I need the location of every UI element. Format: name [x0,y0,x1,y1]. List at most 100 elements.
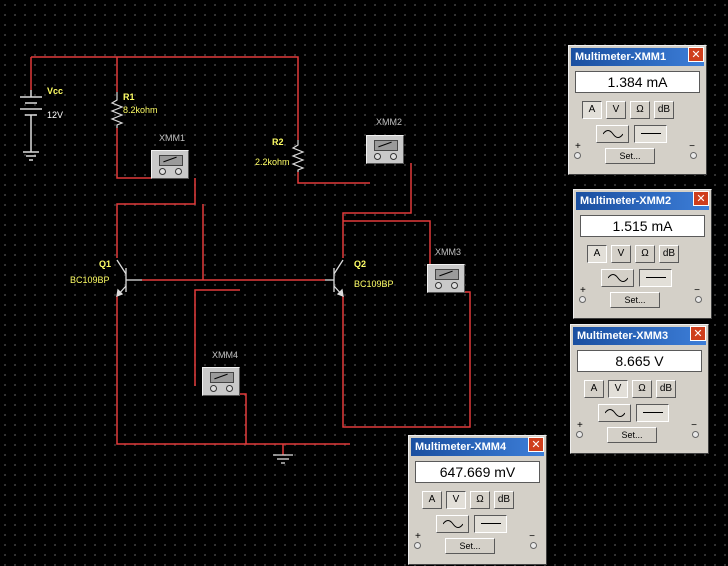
meter-screen-icon [435,269,459,280]
dc-line-icon [646,277,666,278]
ammeter-mode-button[interactable]: A [587,245,607,263]
meter-screen-icon [159,155,183,166]
transistor-q2 [325,259,344,298]
terminal-icon[interactable] [159,168,166,175]
xmm2-name: XMM2 [376,117,402,127]
decibel-mode-button[interactable]: dB [659,245,679,263]
r1-label: R1 [123,92,135,102]
dc-mode-button[interactable] [634,125,667,143]
xmm1-name: XMM1 [159,133,185,143]
battery-vcc [20,90,42,161]
q1-label: Q1 [99,259,111,269]
dc-line-icon [643,412,663,413]
ac-mode-button[interactable] [598,404,631,422]
negative-terminal-icon[interactable] [692,431,699,438]
q2-value: BC109BP [354,279,394,289]
voltmeter-mode-button[interactable]: V [606,101,626,119]
dc-mode-button[interactable] [636,404,669,422]
minus-sign: − [691,420,697,431]
sine-wave-icon [603,130,623,138]
r2-label: R2 [272,137,284,147]
ac-mode-button[interactable] [596,125,629,143]
window-title[interactable]: Multimeter-XMM3 [573,327,706,345]
xmm4-name: XMM4 [212,350,238,360]
plus-sign: + [580,285,586,296]
vcc-value: 12V [47,110,63,120]
negative-terminal-icon[interactable] [690,152,697,159]
sine-wave-icon [443,520,463,528]
ohmmeter-mode-button[interactable]: Ω [632,380,652,398]
ac-mode-button[interactable] [601,269,634,287]
minus-sign: − [694,285,700,296]
decibel-mode-button[interactable]: dB [654,101,674,119]
dc-mode-button[interactable] [474,515,507,533]
resistor-r2 [291,140,305,172]
ammeter-mode-button[interactable]: A [584,380,604,398]
ac-mode-button[interactable] [436,515,469,533]
r1-value: 8.2kohm [123,105,158,115]
resistor-r1 [110,92,124,128]
window-title[interactable]: Multimeter-XMM4 [411,438,544,456]
minus-sign: − [529,531,535,542]
negative-terminal-icon[interactable] [695,296,702,303]
multimeter-display: 1.384 mA [575,71,700,93]
decibel-mode-button[interactable]: dB [494,491,514,509]
xmm3-instrument-icon[interactable] [427,264,465,293]
terminal-icon[interactable] [175,168,182,175]
ohmmeter-mode-button[interactable]: Ω [630,101,650,119]
dc-mode-button[interactable] [639,269,672,287]
xmm3-name: XMM3 [435,247,461,257]
meter-screen-icon [374,140,398,151]
q1-value: BC109BP [70,275,110,285]
negative-terminal-icon[interactable] [530,542,537,549]
multimeter-xmm3-window[interactable]: Multimeter-XMM3 ✕ 8.665 V A V Ω dB Set..… [570,324,709,454]
close-button[interactable]: ✕ [688,47,704,62]
voltmeter-mode-button[interactable]: V [446,491,466,509]
positive-terminal-icon[interactable] [579,296,586,303]
close-button[interactable]: ✕ [693,191,709,206]
xmm4-instrument-icon[interactable] [202,367,240,396]
close-button[interactable]: ✕ [528,437,544,452]
dc-line-icon [481,523,501,524]
positive-terminal-icon[interactable] [414,542,421,549]
ohmmeter-mode-button[interactable]: Ω [470,491,490,509]
plus-sign: + [577,420,583,431]
multimeter-display: 1.515 mA [580,215,705,237]
multimeter-xmm2-window[interactable]: Multimeter-XMM2 ✕ 1.515 mA A V Ω dB Set.… [573,189,712,319]
positive-terminal-icon[interactable] [576,431,583,438]
ohmmeter-mode-button[interactable]: Ω [635,245,655,263]
set-button[interactable]: Set... [605,148,655,164]
ammeter-mode-button[interactable]: A [422,491,442,509]
terminal-icon[interactable] [390,153,397,160]
window-title[interactable]: Multimeter-XMM1 [571,48,704,66]
set-button[interactable]: Set... [445,538,495,554]
terminal-icon[interactable] [210,385,217,392]
set-button[interactable]: Set... [610,292,660,308]
voltmeter-mode-button[interactable]: V [608,380,628,398]
ammeter-mode-button[interactable]: A [582,101,602,119]
decibel-mode-button[interactable]: dB [656,380,676,398]
vcc-label: Vcc [47,86,63,96]
close-button[interactable]: ✕ [690,326,706,341]
transistor-q1 [116,259,142,298]
xmm1-instrument-icon[interactable] [151,150,189,179]
voltmeter-mode-button[interactable]: V [611,245,631,263]
ground-symbol [273,454,293,464]
dc-line-icon [641,133,661,134]
multimeter-xmm1-window[interactable]: Multimeter-XMM1 ✕ 1.384 mA A V Ω dB Set.… [568,45,707,175]
set-button[interactable]: Set... [607,427,657,443]
window-title[interactable]: Multimeter-XMM2 [576,192,709,210]
minus-sign: − [689,141,695,152]
terminal-icon[interactable] [451,282,458,289]
terminal-icon[interactable] [374,153,381,160]
wires [30,56,471,455]
terminal-icon[interactable] [435,282,442,289]
xmm2-instrument-icon[interactable] [366,135,404,164]
multimeter-display: 647.669 mV [415,461,540,483]
positive-terminal-icon[interactable] [574,152,581,159]
r2-value: 2.2kohm [255,157,290,167]
multimeter-xmm4-window[interactable]: Multimeter-XMM4 ✕ 647.669 mV A V Ω dB Se… [408,435,547,565]
terminal-icon[interactable] [226,385,233,392]
plus-sign: + [575,141,581,152]
